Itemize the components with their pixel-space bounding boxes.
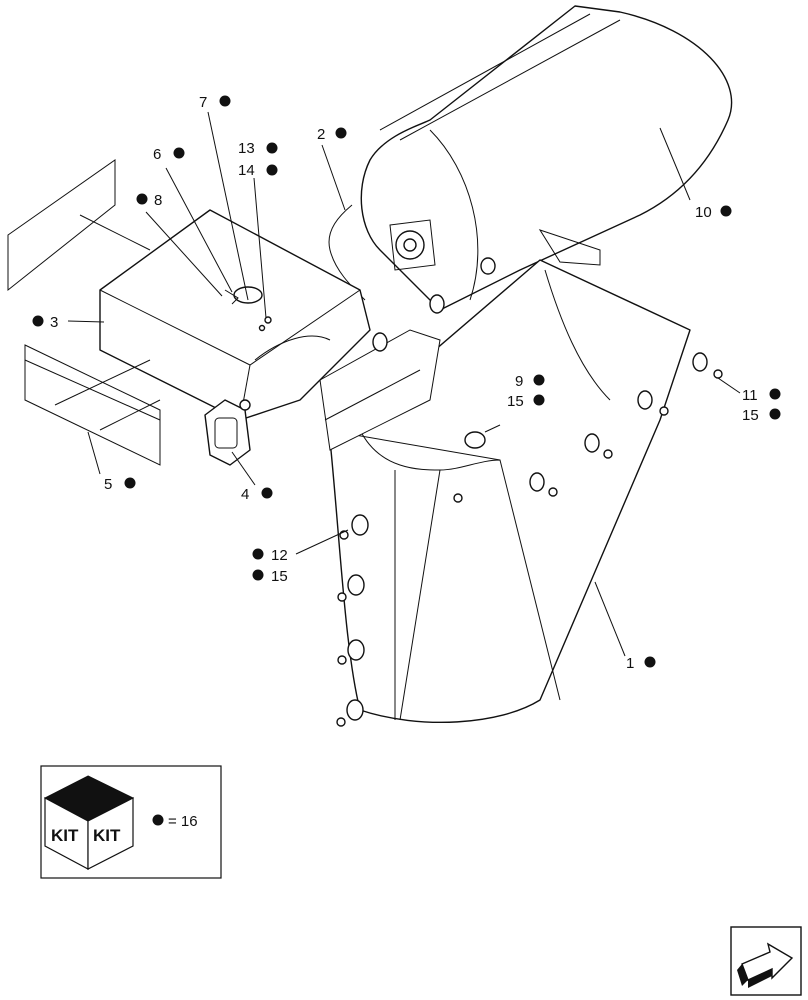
- kit-bullet-icon: [252, 569, 264, 581]
- callout-3-label: 3: [50, 314, 58, 331]
- callout-6: 6: [153, 146, 185, 163]
- callout-4-label: 4: [241, 486, 249, 503]
- kit-legend-bullet-icon: [152, 814, 164, 826]
- callout-15-right: 15: [742, 407, 781, 424]
- warning-lamp: [204, 399, 251, 466]
- callout-9-label: 9: [515, 373, 523, 390]
- decal-top: [7, 159, 151, 292]
- kit-bullet-icon: [136, 193, 148, 205]
- callout-11: 11: [742, 387, 781, 404]
- kit-bullet-icon: [769, 408, 781, 420]
- leader-lines: [67, 111, 741, 657]
- callout-5: 5: [104, 476, 136, 493]
- callout-7: 7: [199, 94, 231, 111]
- callout-10: 10: [695, 204, 732, 221]
- kit-bullet-icon: [261, 487, 273, 499]
- kit-bullet-icon: [720, 205, 732, 217]
- kit-word-left: KIT: [51, 826, 79, 845]
- callout-3: 3: [32, 314, 58, 331]
- callout-1: 1: [626, 655, 656, 672]
- spout-chute: [329, 259, 691, 724]
- callout-8-label: 8: [154, 192, 162, 209]
- callout-12-label: 12: [271, 547, 288, 564]
- callout-4: 4: [241, 486, 273, 503]
- callout-15-upper-label: 15: [507, 393, 524, 410]
- kit-bullet-icon: [32, 315, 44, 327]
- callout-1-label: 1: [626, 655, 634, 672]
- callout-8: 8: [136, 192, 162, 209]
- kit-bullet-icon: [644, 656, 656, 668]
- callout-15-right-label: 15: [742, 407, 759, 424]
- callout-13: 13: [238, 140, 278, 157]
- hardware-washers: [336, 257, 723, 727]
- callout-15-upper: 15: [507, 393, 545, 410]
- callout-11-label: 11: [742, 387, 758, 404]
- callout-9: 9: [515, 373, 545, 390]
- callout-7-label: 7: [199, 94, 207, 111]
- kit-bullet-icon: [219, 95, 231, 107]
- callout-10-label: 10: [695, 204, 712, 221]
- callout-5-label: 5: [104, 476, 112, 493]
- callout-12: 12: [252, 547, 288, 564]
- kit-bullet-icon: [533, 394, 545, 406]
- callout-14-label: 14: [238, 162, 255, 179]
- kit-word-right: KIT: [93, 826, 121, 845]
- callout-2-label: 2: [317, 126, 325, 143]
- callout-14: 14: [238, 162, 278, 179]
- kit-legend-equals: = 16: [168, 813, 198, 830]
- kit-bullet-icon: [533, 374, 545, 386]
- kit-bullet-icon: [252, 548, 264, 560]
- light-bracket: [99, 209, 371, 421]
- kit-bullet-icon: [266, 142, 278, 154]
- callout-2: 2: [317, 126, 347, 143]
- kit-bullet-icon: [769, 388, 781, 400]
- callout-15-lower: 15: [252, 568, 288, 585]
- kit-legend: KIT KIT = 16: [40, 765, 222, 879]
- callout-13-label: 13: [238, 140, 255, 157]
- kit-bullet-icon: [124, 477, 136, 489]
- auger-tube: [360, 5, 733, 311]
- next-page-arrow-icon[interactable]: [730, 926, 802, 996]
- kit-bullet-icon: [266, 164, 278, 176]
- callout-6-label: 6: [153, 146, 161, 163]
- deflector-panel: [319, 329, 441, 451]
- callout-15-lower-label: 15: [271, 568, 288, 585]
- cable-clamp: [224, 286, 272, 332]
- kit-bullet-icon: [173, 147, 185, 159]
- kit-box-icon: KIT KIT: [43, 775, 135, 871]
- kit-bullet-icon: [335, 127, 347, 139]
- decal-bottom: [24, 344, 161, 466]
